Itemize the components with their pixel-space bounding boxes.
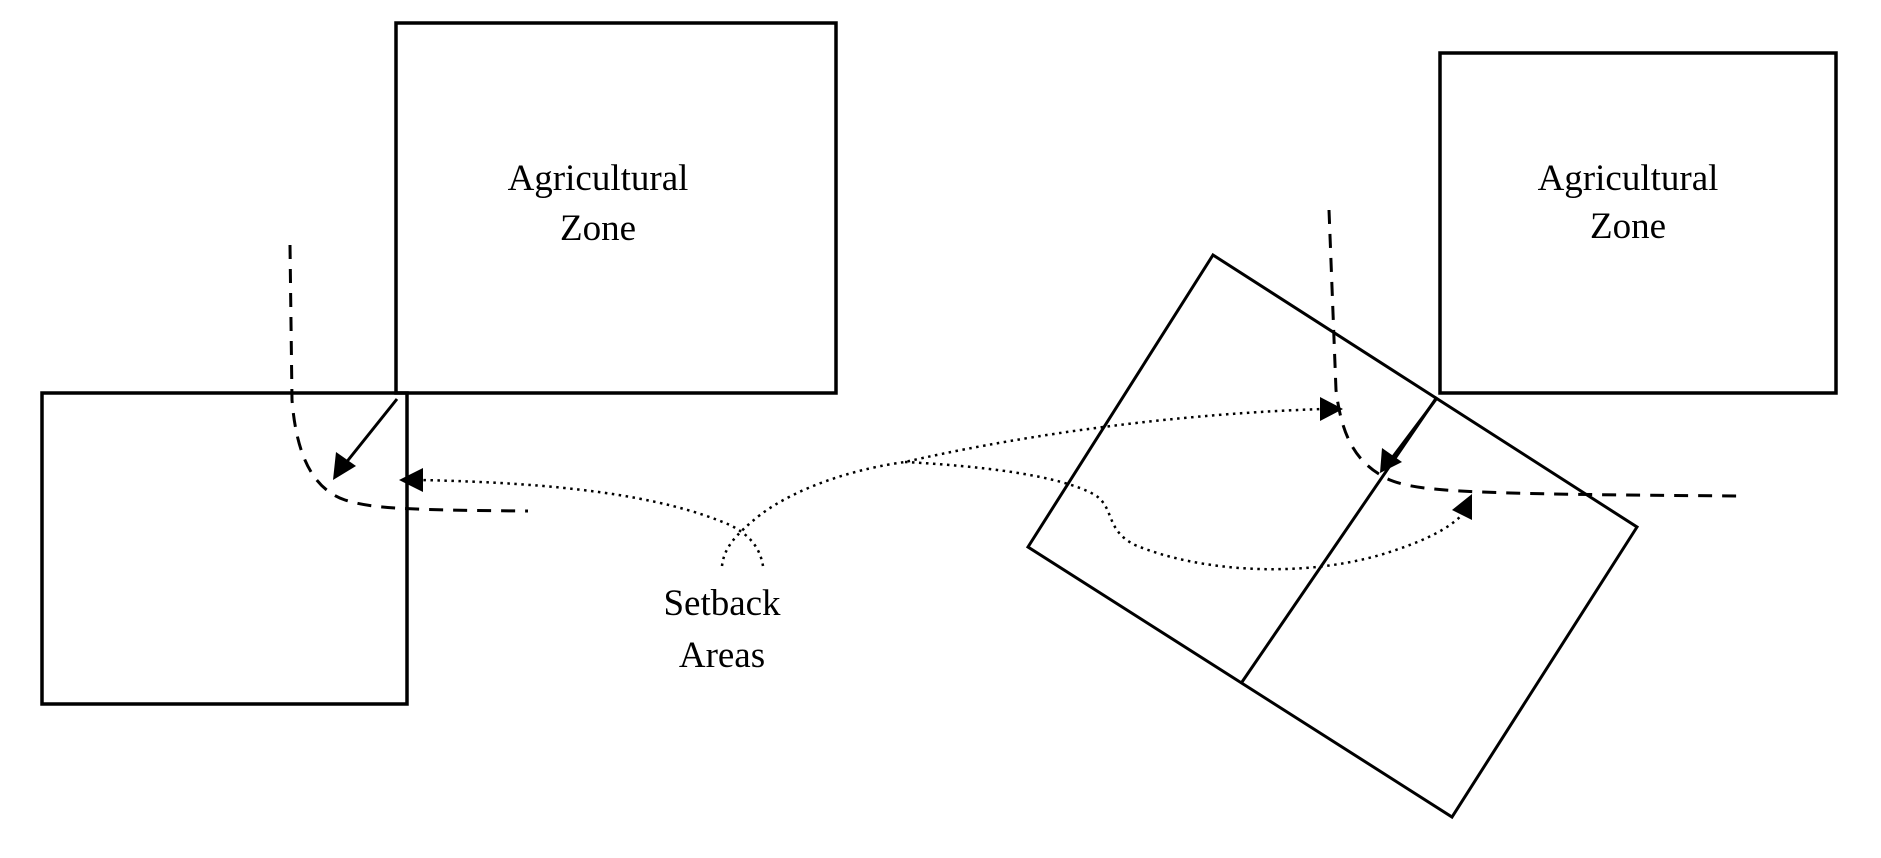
left-zone-label-line1: Agricultural	[508, 158, 689, 199]
left-zone-label-line2: Zone	[560, 208, 636, 249]
callout-pointer-right-lower	[904, 460, 1468, 571]
right-rotated-parcel-box	[1025, 252, 1640, 820]
right-setback-arrowhead-icon	[1380, 448, 1402, 473]
right-zone-label-line2: Zone	[1590, 206, 1666, 247]
right-agricultural-zone-box	[1438, 51, 1838, 395]
callout-label-line2: Areas	[679, 635, 765, 676]
callout-pointer-left	[419, 478, 765, 567]
left-scenario: Agricultural Zone	[40, 21, 838, 706]
right-scenario: Agricultural Zone	[1025, 51, 1838, 820]
left-setback-line	[288, 244, 529, 513]
callout-pointer-right-upper	[720, 407, 1323, 567]
right-setback-direction-arrow	[1390, 397, 1439, 459]
callout-right-lower-arrowhead-icon	[1452, 494, 1472, 520]
right-parcel-divider-line	[1240, 396, 1439, 683]
setback-callout: Setback Areas	[399, 397, 1472, 676]
left-parcel-box	[40, 391, 409, 706]
callout-label-line1: Setback	[663, 583, 781, 624]
left-setback-arrowhead-icon	[333, 452, 356, 480]
right-zone-label-line1: Agricultural	[1538, 158, 1719, 199]
callout-right-upper-arrowhead-icon	[1320, 397, 1343, 421]
callout-left-arrowhead-icon	[399, 468, 423, 492]
left-agricultural-zone-box	[394, 21, 838, 395]
right-setback-line	[1327, 209, 1744, 498]
left-setback-direction-arrow	[343, 398, 399, 465]
